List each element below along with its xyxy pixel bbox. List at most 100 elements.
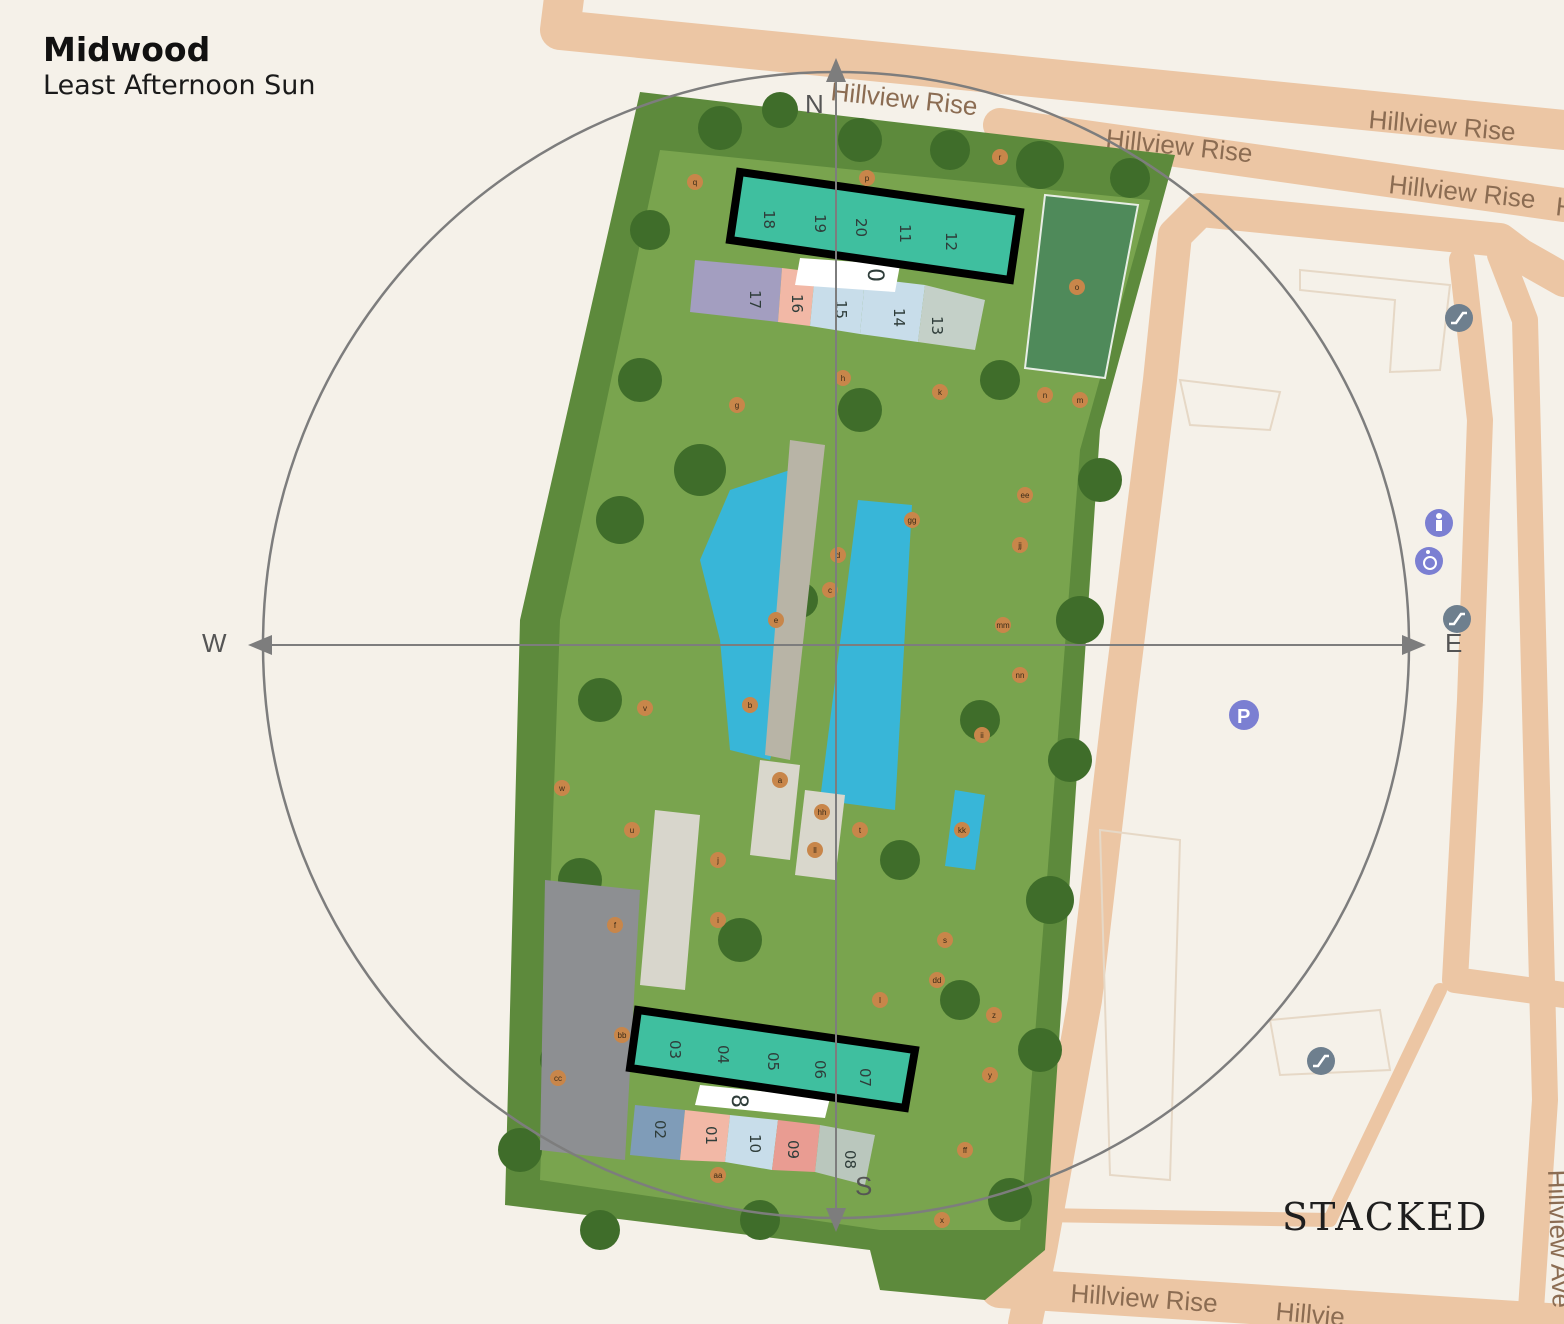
block-label: 04 <box>714 1045 732 1064</box>
facility-marker-label: ll <box>813 846 817 855</box>
facility-marker: x <box>934 1212 950 1228</box>
road-label: Hillview Rise <box>1554 191 1564 236</box>
facility-marker-dot <box>872 992 888 1008</box>
block-label: 11 <box>896 224 914 243</box>
facility-marker-label: z <box>992 1011 996 1020</box>
central-deck <box>765 440 825 760</box>
development-site: 18 19 20 11 12 17 16 15 14 13 03 04 05 0… <box>498 92 1175 1300</box>
facility-marker-dot <box>554 780 570 796</box>
block-label: 06 <box>811 1060 829 1079</box>
facility-marker: l <box>872 992 888 1008</box>
facility-marker-label: w <box>558 784 565 793</box>
facility-marker-label: c <box>828 586 832 595</box>
facility-marker: dd <box>929 972 945 988</box>
facility-marker-label: mm <box>996 621 1010 630</box>
facility-marker: ii <box>974 727 990 743</box>
facility-marker-dot <box>859 170 875 186</box>
facility-marker: mm <box>995 617 1011 633</box>
facility-marker-dot <box>742 697 758 713</box>
compass: N S W E <box>202 58 1462 1232</box>
road-north-inner <box>983 108 1564 222</box>
facility-marker-dot <box>614 1027 630 1043</box>
facility-marker-label: k <box>938 388 943 397</box>
facility-marker: p <box>859 170 875 186</box>
toilet-icon <box>1425 509 1453 537</box>
facility-marker: f <box>607 917 623 933</box>
page-title: Midwood <box>43 30 211 69</box>
facility-marker-label: ff <box>963 1146 968 1155</box>
facility-marker: cc <box>550 1070 566 1086</box>
facility-marker-dot <box>1012 667 1028 683</box>
facility-marker-dot <box>772 772 788 788</box>
facility-marker-dot <box>768 612 784 628</box>
facility-marker-dot <box>729 397 745 413</box>
core-label: 0 <box>862 268 887 282</box>
facility-marker-label: jj <box>1017 541 1022 550</box>
facility-marker-dot <box>995 617 1011 633</box>
block-label: 16 <box>788 294 806 313</box>
block-tower-10 <box>725 1115 778 1170</box>
south-highlight-frame <box>625 1005 920 1113</box>
facility-marker-dot <box>974 727 990 743</box>
south-blocks <box>625 1005 920 1185</box>
block-tower-08 <box>815 1125 875 1185</box>
facility-marker: hh <box>814 804 830 820</box>
facility-marker-dot <box>852 822 868 838</box>
block-core-north <box>795 258 900 292</box>
facility-marker-label: n <box>1043 391 1047 400</box>
facility-marker-label: s <box>943 936 947 945</box>
compass-west-label: W <box>202 628 227 658</box>
north-arrowhead <box>826 58 846 82</box>
east-arrowhead <box>1402 635 1426 655</box>
facility-marker-label: x <box>940 1216 944 1225</box>
facility-marker: c <box>822 582 838 598</box>
facility-marker: k <box>932 384 948 400</box>
block-label: 01 <box>702 1126 720 1145</box>
facility-marker-label: e <box>774 616 779 625</box>
facility-marker: ll <box>807 842 823 858</box>
facility-marker-dot <box>954 822 970 838</box>
facility-marker: kk <box>954 822 970 838</box>
page-subtitle: Least Afternoon Sun <box>43 70 316 101</box>
facility-marker-label: gg <box>908 516 917 525</box>
facility-marker: e <box>768 612 784 628</box>
facility-marker-label: h <box>841 374 845 383</box>
facility-marker-label: b <box>748 701 753 710</box>
block-label: 12 <box>942 232 960 251</box>
facility-marker: aa <box>710 1167 726 1183</box>
facility-marker-dot <box>1037 387 1053 403</box>
facility-marker-label: dd <box>933 976 942 985</box>
facility-marker-label: f <box>614 921 617 930</box>
parking-glyph: P <box>1237 706 1250 728</box>
facility-marker-label: ii <box>980 731 984 740</box>
facility-marker-dot <box>1072 392 1088 408</box>
driveway <box>540 880 640 1160</box>
facility-marker-dot <box>1017 487 1033 503</box>
facility-marker: z <box>986 1007 1002 1023</box>
road-network <box>540 0 1564 1324</box>
facility-marker: gg <box>904 512 920 528</box>
facility-marker-dot <box>822 582 838 598</box>
facility-marker: a <box>772 772 788 788</box>
block-label: 10 <box>746 1134 764 1153</box>
block-tower-02 <box>630 1105 685 1160</box>
facility-marker-dot <box>932 384 948 400</box>
block-tower-09 <box>772 1120 820 1172</box>
road-south-diagonal <box>1033 983 1447 1227</box>
facility-marker-dot <box>934 1212 950 1228</box>
facility-marker-label: nn <box>1016 671 1025 680</box>
facility-marker-label: p <box>865 174 870 183</box>
block-label: 05 <box>764 1052 782 1071</box>
facility-marker: t <box>852 822 868 838</box>
south-highlight-block <box>630 1010 915 1108</box>
facility-marker-dot <box>957 1142 973 1158</box>
facility-marker-dot <box>807 842 823 858</box>
block-label: 18 <box>760 210 778 229</box>
facility-marker: q <box>687 174 703 190</box>
road-label: Hillview Ave <box>1542 1169 1564 1308</box>
facility-marker-dot <box>835 370 851 386</box>
facility-marker-dot <box>1069 279 1085 295</box>
tree-clusters <box>498 92 1150 1250</box>
facility-marker-label: cc <box>554 1074 562 1083</box>
